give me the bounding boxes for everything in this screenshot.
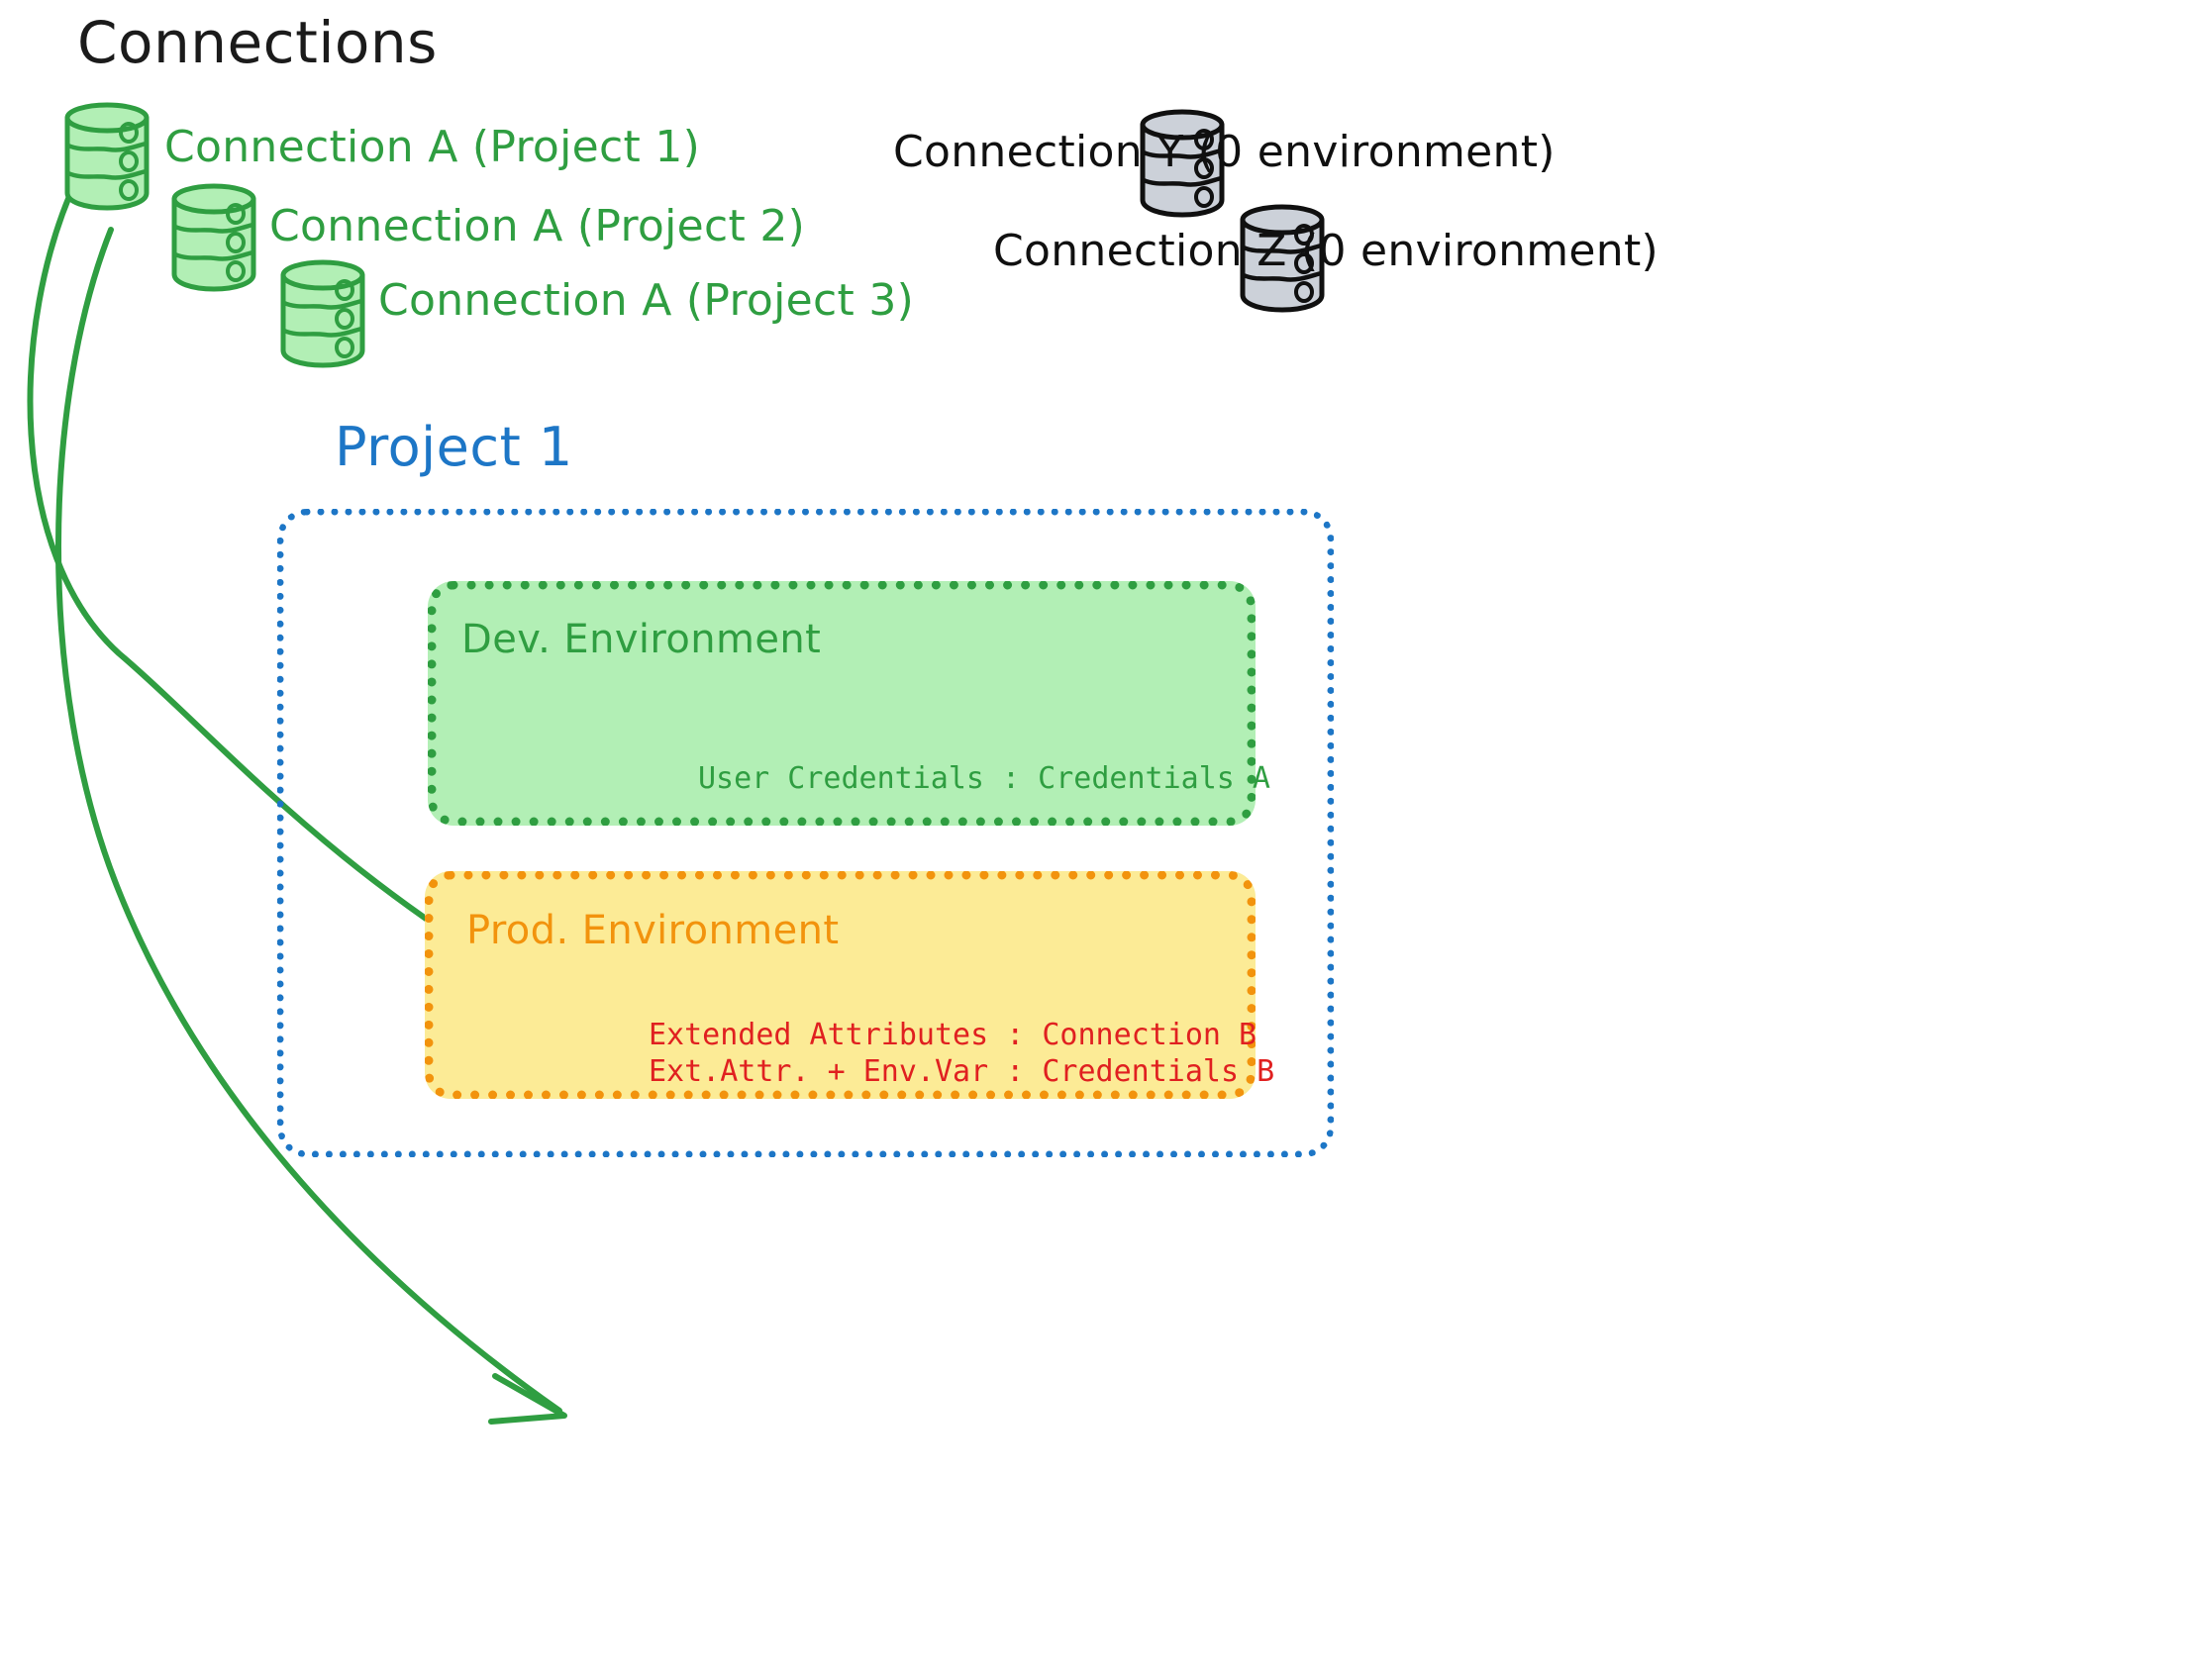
database-icon xyxy=(283,262,362,365)
connection-label-z: Connection Z (0 environment) xyxy=(993,226,1659,276)
dev-environment-box xyxy=(428,581,1256,826)
prod-environment-attributes-line: Extended Attributes : Connection B xyxy=(649,1018,1257,1052)
prod-environment-envvar-line: Ext.Attr. + Env.Var : Credentials B xyxy=(649,1054,1275,1089)
prod-environment-box xyxy=(425,871,1256,1099)
connection-label-a-project-3: Connection A (Project 3) xyxy=(378,275,915,326)
connection-label-a-project-2: Connection A (Project 2) xyxy=(269,201,806,251)
database-icon xyxy=(67,105,147,208)
prod-environment-heading: Prod. Environment xyxy=(466,908,840,953)
dev-environment-heading: Dev. Environment xyxy=(461,617,822,662)
page-title: Connections xyxy=(77,9,438,76)
database-icon xyxy=(174,186,253,289)
project-container xyxy=(277,509,1334,1157)
project-title: Project 1 xyxy=(335,416,573,478)
dev-environment-credentials-line: User Credentials : Credentials A xyxy=(698,761,1270,796)
connection-label-y: Connection Y (0 environment) xyxy=(893,127,1556,177)
connection-label-a-project-1: Connection A (Project 1) xyxy=(164,122,701,172)
